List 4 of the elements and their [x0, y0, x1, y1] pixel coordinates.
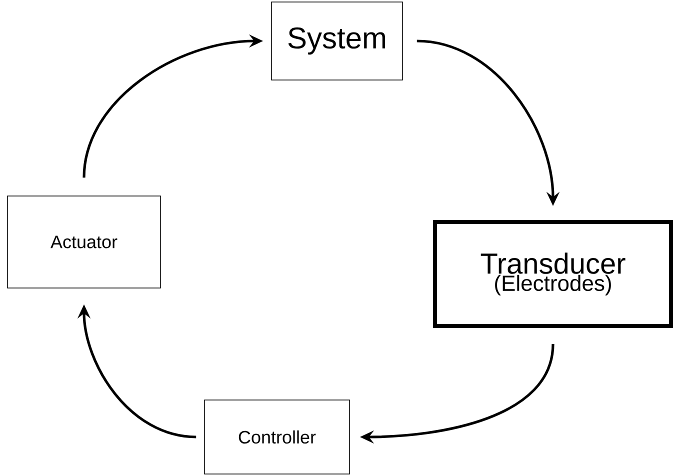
- process-box: Actuator: [7, 196, 161, 288]
- process-box: System: [271, 2, 403, 80]
- process-box: Controller: [204, 400, 350, 474]
- process-box: Transducer (Electrodes): [433, 220, 673, 328]
